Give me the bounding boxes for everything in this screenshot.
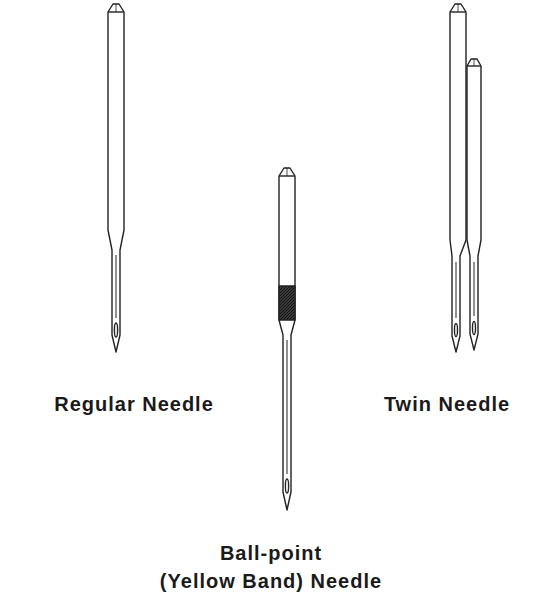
needle-label: Regular Needle (54, 392, 214, 416)
needle-label: Ball-point (220, 541, 322, 565)
yellow-band (279, 286, 295, 320)
needle-label: (Yellow Band) Needle (160, 569, 382, 593)
ballpoint-needle (279, 168, 295, 510)
regular-needle (108, 4, 124, 352)
twin-needle (450, 4, 481, 352)
needle-label: Twin Needle (384, 392, 510, 416)
